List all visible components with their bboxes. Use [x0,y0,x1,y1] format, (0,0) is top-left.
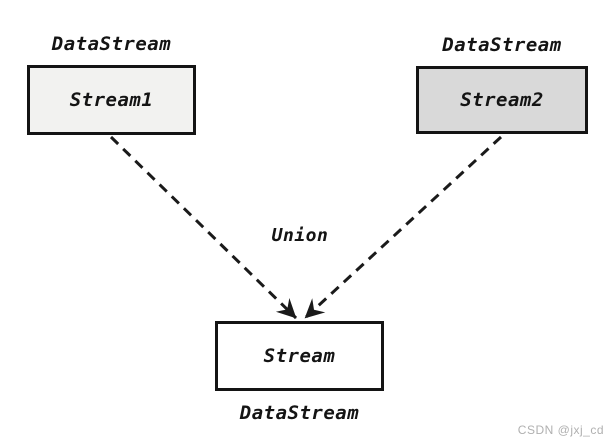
node-stream2-label: Stream2 [460,89,544,111]
node-stream2: Stream2 [416,66,588,134]
stream1-type-label: DataStream [51,33,172,55]
node-stream1: Stream1 [27,65,196,135]
node-stream: Stream [215,321,384,391]
edge-stream1-to-stream [109,135,298,320]
stream-type-label: DataStream [239,402,360,424]
watermark: CSDN @jxj_cd [517,423,604,437]
union-operation-label: Union [271,225,329,246]
stream2-type-label: DataStream [442,34,562,56]
node-stream1-label: Stream1 [69,89,154,111]
node-stream-label: Stream [263,345,336,367]
edge-stream2-to-stream [303,135,503,320]
